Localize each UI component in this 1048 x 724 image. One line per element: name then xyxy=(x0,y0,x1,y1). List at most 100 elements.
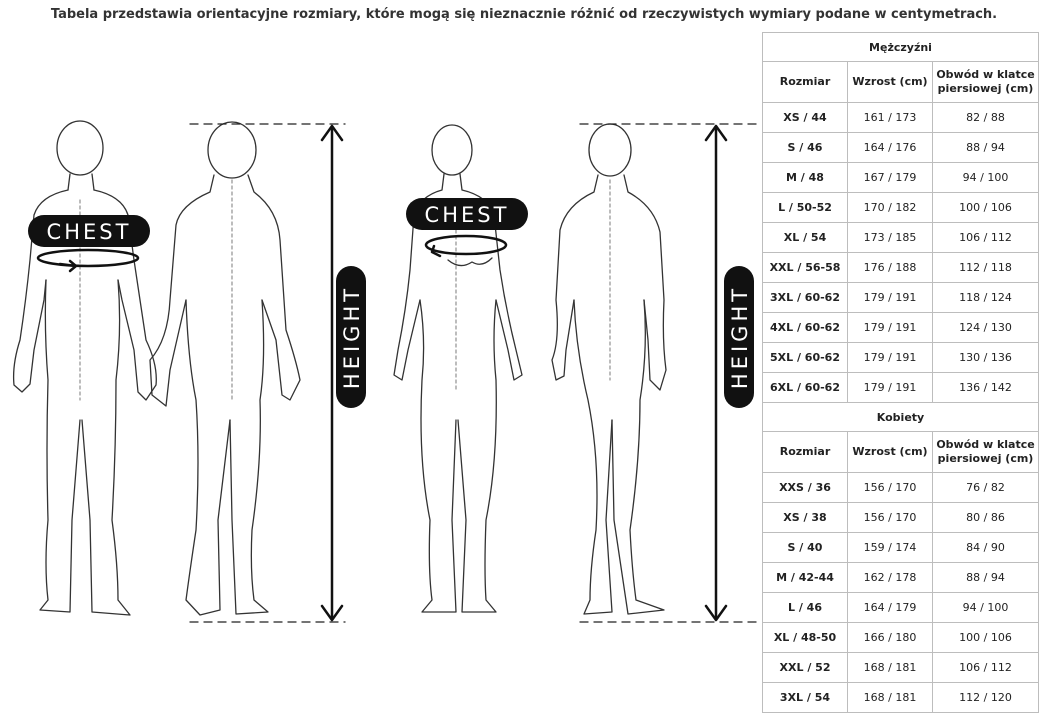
chest-cell: 112 / 118 xyxy=(931,252,1040,283)
size-cell: XXL / 52 xyxy=(762,652,848,683)
size-cell: 6XL / 60-62 xyxy=(762,372,848,403)
chest-cell: 106 / 112 xyxy=(931,222,1040,253)
size-cell: S / 40 xyxy=(762,532,848,563)
chest-cell: 118 / 124 xyxy=(931,282,1040,313)
male-back-figure xyxy=(149,121,301,616)
size-cell: 5XL / 60-62 xyxy=(762,342,848,373)
women-section-title: Kobiety xyxy=(761,402,1040,432)
men-section-title: Mężczyźni xyxy=(761,32,1040,62)
chest-cell: 94 / 100 xyxy=(931,162,1040,193)
chest-label: CHEST xyxy=(425,203,510,227)
chest-cell: 94 / 100 xyxy=(931,592,1040,623)
chest-cell: 124 / 130 xyxy=(931,312,1040,343)
column-header: Wzrost (cm) xyxy=(847,431,933,473)
height-guide-male xyxy=(189,123,346,623)
measurement-figures: CHEST CHEST HEIGHT HEIGHT xyxy=(12,120,761,623)
chest-cell: 112 / 120 xyxy=(931,682,1040,713)
height-cell: 168 / 181 xyxy=(847,682,933,713)
chest-cell: 136 / 142 xyxy=(931,372,1040,403)
female-back-figure xyxy=(551,123,667,615)
height-cell: 162 / 178 xyxy=(847,562,933,593)
height-cell: 179 / 191 xyxy=(847,372,933,403)
height-cell: 167 / 179 xyxy=(847,162,933,193)
page-caption: Tabela przedstawia orientacyjne rozmiary… xyxy=(50,7,998,22)
column-header: Rozmiar xyxy=(762,431,848,473)
chest-cell: 80 / 86 xyxy=(931,502,1040,533)
size-cell: L / 46 xyxy=(762,592,848,623)
male-front-figure xyxy=(12,120,157,616)
height-badge-female: HEIGHT xyxy=(724,266,754,408)
height-cell: 170 / 182 xyxy=(847,192,933,223)
size-cell: S / 46 xyxy=(762,132,848,163)
chest-label: CHEST xyxy=(47,220,132,244)
chest-cell: 84 / 90 xyxy=(931,532,1040,563)
height-cell: 179 / 191 xyxy=(847,312,933,343)
height-guide-female xyxy=(579,123,761,623)
size-cell: 3XL / 54 xyxy=(762,682,848,713)
height-cell: 156 / 170 xyxy=(847,472,933,503)
size-cell: L / 50-52 xyxy=(762,192,848,223)
chest-cell: 130 / 136 xyxy=(931,342,1040,373)
size-cell: M / 48 xyxy=(762,162,848,193)
men-section-title-row: Mężczyźni xyxy=(761,32,1040,62)
chest-cell: 106 / 112 xyxy=(931,652,1040,683)
height-badge-male: HEIGHT xyxy=(336,266,366,408)
women-section-title-row: Kobiety xyxy=(761,402,1040,432)
height-cell: 173 / 185 xyxy=(847,222,933,253)
column-header: Obwód w klatce piersiowej (cm) xyxy=(931,61,1040,103)
size-cell: XS / 38 xyxy=(762,502,848,533)
column-header: Wzrost (cm) xyxy=(847,61,933,103)
height-cell: 156 / 170 xyxy=(847,502,933,533)
chest-badge-male: CHEST xyxy=(28,215,150,247)
height-cell: 168 / 181 xyxy=(847,652,933,683)
height-cell: 161 / 173 xyxy=(847,102,933,133)
height-cell: 166 / 180 xyxy=(847,622,933,653)
female-front-figure xyxy=(393,124,523,613)
height-cell: 176 / 188 xyxy=(847,252,933,283)
height-label: HEIGHT xyxy=(728,285,752,389)
size-cell: 4XL / 60-62 xyxy=(762,312,848,343)
column-header: Rozmiar xyxy=(762,61,848,103)
chest-cell: 100 / 106 xyxy=(931,622,1040,653)
size-cell: M / 42-44 xyxy=(762,562,848,593)
size-cell: XXS / 36 xyxy=(762,472,848,503)
chest-cell: 82 / 88 xyxy=(931,102,1040,133)
height-cell: 164 / 179 xyxy=(847,592,933,623)
height-cell: 164 / 176 xyxy=(847,132,933,163)
size-cell: XL / 54 xyxy=(762,222,848,253)
chest-cell: 76 / 82 xyxy=(931,472,1040,503)
size-cell: 3XL / 60-62 xyxy=(762,282,848,313)
height-cell: 179 / 191 xyxy=(847,342,933,373)
chest-cell: 88 / 94 xyxy=(931,132,1040,163)
chest-badge-female: CHEST xyxy=(406,198,528,230)
size-cell: XXL / 56-58 xyxy=(762,252,848,283)
chest-cell: 88 / 94 xyxy=(931,562,1040,593)
column-header: Obwód w klatce piersiowej (cm) xyxy=(931,431,1040,473)
height-cell: 159 / 174 xyxy=(847,532,933,563)
size-cell: XS / 44 xyxy=(762,102,848,133)
height-cell: 179 / 191 xyxy=(847,282,933,313)
size-cell: XL / 48-50 xyxy=(762,622,848,653)
chest-cell: 100 / 106 xyxy=(931,192,1040,223)
